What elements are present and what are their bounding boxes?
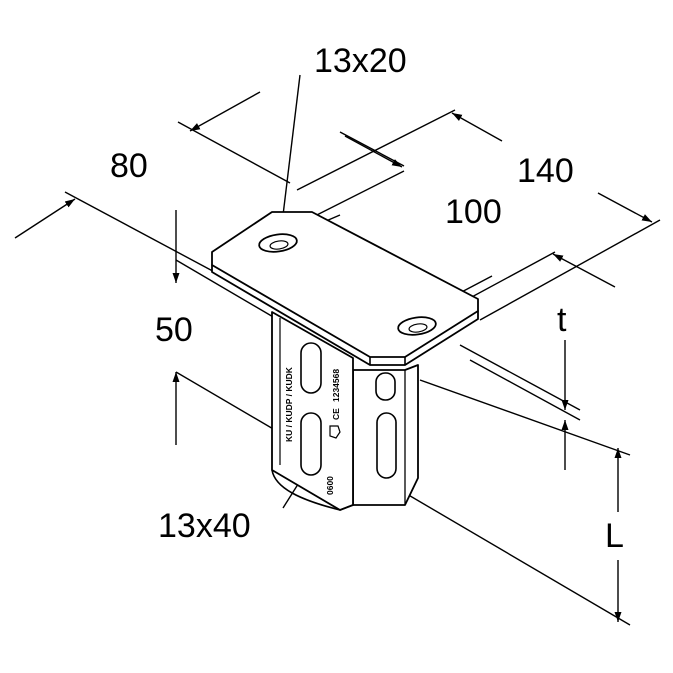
dim-depth-plate: 140 bbox=[517, 152, 574, 190]
stamp-main: KU / KUDP / KUDK bbox=[284, 366, 294, 442]
dim-hole-spacing: 100 bbox=[445, 193, 502, 231]
dim-thickness: t bbox=[557, 301, 567, 339]
dim-slot-top: 13x20 bbox=[314, 42, 407, 80]
dim-slot-side: 13x40 bbox=[158, 507, 251, 545]
dimension-labels: 13x20 80 140 100 50 t L 13x40 bbox=[110, 42, 624, 555]
plate-top-face bbox=[211, 211, 479, 358]
stamp-code: 1234568 bbox=[331, 369, 341, 402]
top-plate bbox=[211, 211, 479, 366]
side-slot-lower bbox=[376, 412, 397, 479]
profile-markings: KU / KUDP / KUDK 1234568 CE 0600 bbox=[284, 366, 341, 495]
dim-length: L bbox=[605, 517, 624, 555]
dim-height-profile: 50 bbox=[155, 311, 193, 349]
slot-hole-rear bbox=[258, 233, 298, 253]
front-slot-upper bbox=[300, 342, 322, 394]
dimension-arrows bbox=[14, 91, 653, 622]
stamp-ce: CE bbox=[331, 408, 341, 420]
recycle-icon bbox=[329, 425, 341, 439]
channel-profile bbox=[271, 311, 419, 511]
front-slot-lower bbox=[300, 412, 322, 476]
side-slot-upper bbox=[375, 372, 396, 401]
slot-hole-front bbox=[397, 316, 437, 336]
stamp-grade: 0600 bbox=[325, 476, 335, 495]
dim-width-plate: 80 bbox=[110, 147, 148, 185]
